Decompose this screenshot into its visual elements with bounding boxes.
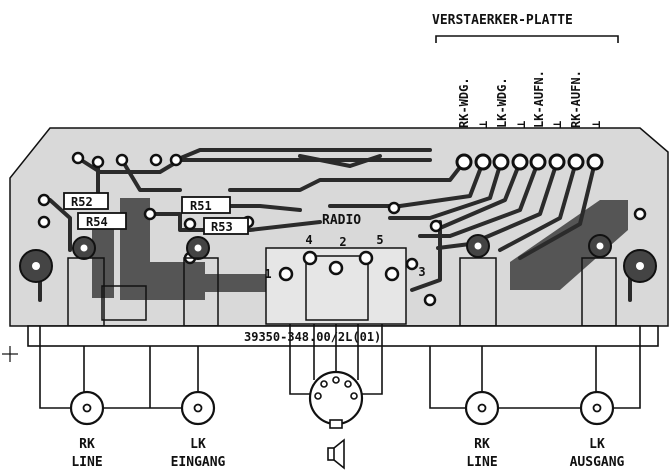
connector-label: AUSGANG	[570, 455, 625, 470]
connector-label: LK	[589, 437, 605, 452]
board-code: 39350-348.00/2L(01)	[244, 330, 381, 344]
amp-pin-labels: RK-WDG. ⊥ LK-WDG. ⊥ LK-AUFN. ⊥ RK-AUFN. …	[457, 70, 603, 128]
resistor-r54: R54	[77, 212, 127, 230]
registration-mark	[2, 346, 18, 362]
radio-pin-1	[278, 266, 294, 282]
radio-socket-inner	[305, 255, 369, 321]
radio-pin-5	[358, 250, 374, 266]
radio-socket	[265, 247, 407, 325]
amp-pin-label: RK-AUFN.	[569, 70, 583, 128]
amp-pin-label: RK-WDG.	[457, 77, 471, 128]
resistor-r52: R52	[63, 192, 109, 210]
resistor-label: R51	[190, 199, 212, 213]
diagram-title: VERSTAERKER-PLATTE	[432, 13, 573, 28]
title-bracket	[435, 35, 619, 43]
connector-label: LK	[190, 437, 206, 452]
radio-pin-4	[302, 250, 318, 266]
pin-label: 5	[376, 233, 383, 247]
amp-pin-label: ⊥	[514, 121, 528, 128]
jack-lk-ausgang	[579, 390, 615, 426]
pin-label: 3	[418, 265, 425, 279]
connector-label: EINGANG	[171, 455, 226, 470]
connector-label: LINE	[71, 455, 102, 470]
amp-pin-label: LK-WDG.	[495, 77, 509, 128]
amp-pin-label: ⊥	[550, 121, 564, 128]
speaker-icon	[327, 438, 345, 470]
radio-pin-2	[328, 260, 344, 276]
connector-label: RK	[474, 437, 490, 452]
jack-lk-eingang	[180, 390, 216, 426]
amp-pin-label: LK-AUFN.	[532, 70, 546, 128]
pcb-traces	[38, 148, 632, 302]
amp-pin-label: ⊥	[476, 121, 490, 128]
resistor-r51: R51	[181, 196, 231, 214]
connector-label: LINE	[466, 455, 497, 470]
resistor-label: R54	[86, 215, 108, 229]
pin-label: 4	[305, 233, 312, 247]
resistor-label: R52	[71, 195, 93, 209]
jack-rk-line-left	[69, 390, 105, 426]
din-socket	[308, 370, 364, 429]
pin-label: 1	[264, 267, 271, 281]
amp-pin-label: ⊥	[589, 121, 603, 128]
connector-label: RK	[79, 437, 95, 452]
jack-rk-line-right	[464, 390, 500, 426]
pin-label: 2	[339, 235, 346, 249]
large-pad-holes	[32, 242, 644, 270]
board-edge-strip	[27, 325, 659, 347]
external-wires	[39, 324, 641, 409]
radio-pin-3	[384, 266, 400, 282]
solder-pads	[37, 151, 647, 307]
radio-label: RADIO	[322, 213, 361, 228]
amp-header-pads	[455, 153, 604, 171]
resistor-r53: R53	[203, 217, 249, 235]
resistor-label: R53	[211, 220, 233, 234]
